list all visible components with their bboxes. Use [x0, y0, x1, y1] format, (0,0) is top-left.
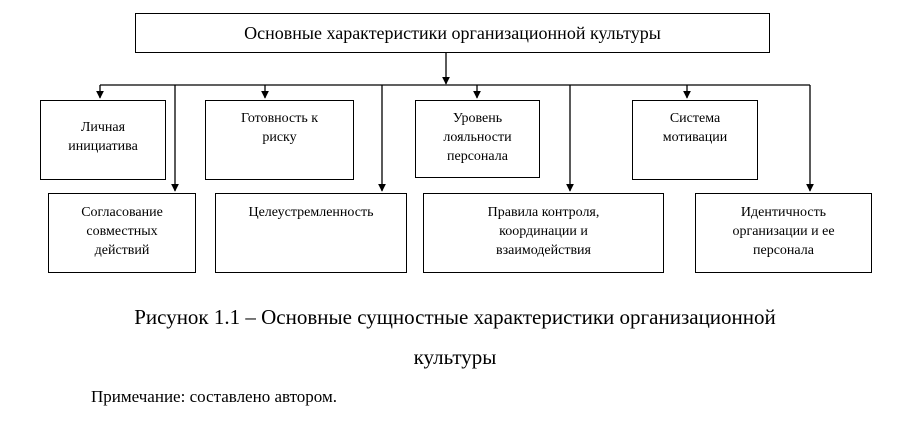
box-identichnost-label: Идентичность организации и ее персонала [732, 205, 835, 258]
box-tseleustremlennost-label: Целеустремленность [248, 205, 374, 220]
box-soglasovanie-label: Согласование совместных действий [81, 205, 163, 258]
box-sistema-motivatsii-label: Система мотивации [662, 111, 728, 145]
box-identichnost: Идентичность организации и ее персонала [695, 193, 872, 273]
box-lichnaya-initsiativa-label: Личная инициатива [68, 120, 138, 154]
box-gotovnost-k-risku-label: Готовность к риску [240, 111, 319, 145]
figure-caption-line-2: культуры [413, 345, 497, 369]
box-gotovnost-k-risku: Готовность к риску [205, 100, 354, 180]
box-soglasovanie: Согласование совместных действий [48, 193, 196, 273]
box-tseleustremlennost: Целеустремленность [215, 193, 407, 273]
root-box: Основные характеристики организационной … [135, 13, 770, 53]
box-pravila-kontrolya: Правила контроля, координации и взаимоде… [423, 193, 664, 273]
box-uroven-loyalnosti: Уровень лояльности персонала [415, 100, 540, 178]
box-uroven-loyalnosti-label: Уровень лояльности персонала [443, 111, 512, 164]
box-pravila-kontrolya-label: Правила контроля, координации и взаимоде… [487, 205, 600, 258]
source-note: Примечание: составлено автором. [91, 387, 337, 406]
figure-caption-line-1: Рисунок 1.1 – Основные сущностные характ… [134, 305, 776, 329]
box-lichnaya-initsiativa: Личная инициатива [40, 100, 166, 180]
root-label: Основные характеристики организационной … [244, 23, 661, 43]
box-sistema-motivatsii: Система мотивации [632, 100, 758, 180]
